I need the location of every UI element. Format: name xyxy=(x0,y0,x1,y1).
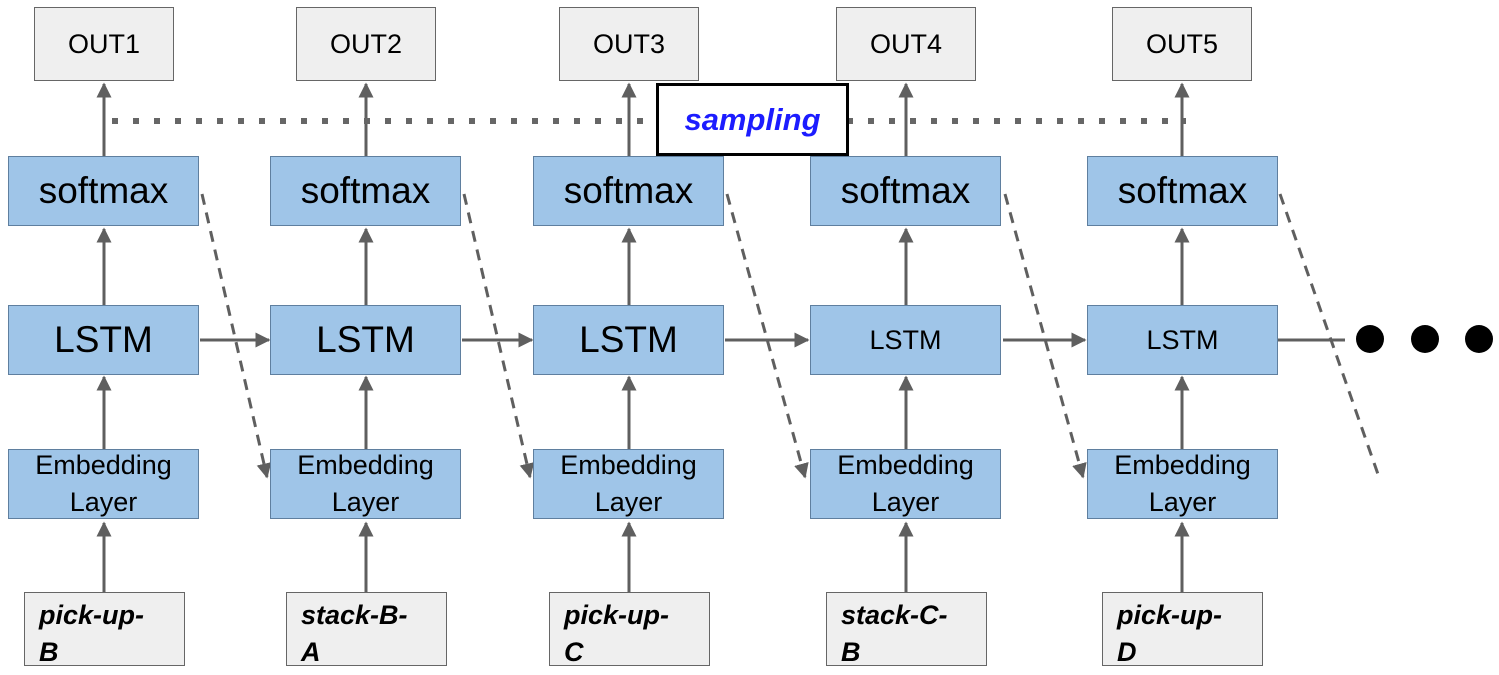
sampling-label: sampling xyxy=(684,101,821,137)
embedding-label-line-1: Embedding xyxy=(297,450,434,480)
ellipsis-dot-2 xyxy=(1411,325,1439,353)
dashed-feedback-3 xyxy=(725,193,809,479)
lstm-label: LSTM xyxy=(54,319,153,360)
softmax-node-1: softmax xyxy=(8,156,199,226)
embedding-label-line-2: Layer xyxy=(871,487,940,517)
softmax-label: softmax xyxy=(563,170,694,211)
input-label-line-2: D xyxy=(1117,637,1137,667)
embedding-label-line-2: Layer xyxy=(1148,487,1217,517)
dashed-feedback-2 xyxy=(462,193,535,479)
embedding-label-line-1: Embedding xyxy=(35,450,172,480)
input-label-line-1: pick-up- xyxy=(1117,600,1222,630)
output-node-4: OUT4 xyxy=(836,7,976,81)
input-label-line-2: A xyxy=(301,637,321,667)
output-label: OUT5 xyxy=(1145,28,1218,59)
lstm-label: LSTM xyxy=(869,324,942,355)
lstm-label: LSTM xyxy=(316,319,415,360)
softmax-label: softmax xyxy=(38,170,169,211)
embedding-label-line-2: Layer xyxy=(594,487,663,517)
output-label: OUT2 xyxy=(329,28,402,59)
softmax-node-4: softmax xyxy=(810,156,1001,226)
input-label-line-2: B xyxy=(841,637,861,667)
input-action-3: pick-up- C xyxy=(549,592,710,667)
input-action-5: pick-up- D xyxy=(1102,592,1263,667)
embedding-label-line-1: Embedding xyxy=(1114,450,1251,480)
input-label-line-2: C xyxy=(564,637,584,667)
output-node-1: OUT1 xyxy=(34,7,174,81)
embedding-label-line-2: Layer xyxy=(331,487,400,517)
lstm-node-2: LSTM xyxy=(270,305,461,375)
input-label-line-1: pick-up- xyxy=(564,600,669,630)
lstm-node-4: LSTM xyxy=(810,305,1001,375)
dashed-feedback-5 xyxy=(1278,193,1382,481)
softmax-node-2: softmax xyxy=(270,156,461,226)
lstm-node-5: LSTM xyxy=(1087,305,1278,375)
embedding-label-line-1: Embedding xyxy=(560,450,697,480)
input-action-1: pick-up- B xyxy=(24,592,185,667)
lstm-node-1: LSTM xyxy=(8,305,199,375)
embedding-label-line-2: Layer xyxy=(69,487,138,517)
softmax-node-3: softmax xyxy=(533,156,724,226)
input-label-line-1: pick-up- xyxy=(39,600,144,630)
lstm-node-3: LSTM xyxy=(533,305,724,375)
embedding-label-line-1: Embedding xyxy=(837,450,974,480)
dashed-feedback-4 xyxy=(1003,193,1087,479)
output-node-5: OUT5 xyxy=(1112,7,1252,81)
output-node-3: OUT3 xyxy=(559,7,699,81)
ellipsis-dot-3 xyxy=(1465,325,1493,353)
input-action-2: stack-B- A xyxy=(286,592,447,667)
softmax-node-5: softmax xyxy=(1087,156,1278,226)
ellipsis-dot-1 xyxy=(1356,325,1384,353)
output-label: OUT4 xyxy=(869,28,942,59)
lstm-label: LSTM xyxy=(1146,324,1219,355)
dashed-feedback-1 xyxy=(200,193,272,479)
output-label: OUT3 xyxy=(592,28,665,59)
softmax-label: softmax xyxy=(1117,170,1248,211)
input-action-4: stack-C- B xyxy=(826,592,987,667)
softmax-label: softmax xyxy=(840,170,971,211)
input-label-line-1: stack-B- xyxy=(301,600,408,630)
output-node-2: OUT2 xyxy=(296,7,436,81)
input-label-line-2: B xyxy=(39,637,59,667)
input-label-line-1: stack-C- xyxy=(841,600,948,630)
lstm-label: LSTM xyxy=(579,319,678,360)
sampling-label-box: sampling xyxy=(656,83,849,156)
softmax-label: softmax xyxy=(300,170,431,211)
output-label: OUT1 xyxy=(67,28,140,59)
